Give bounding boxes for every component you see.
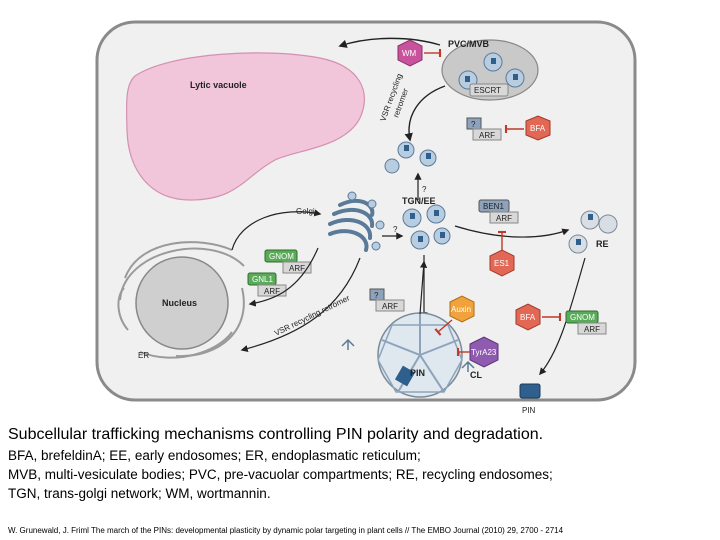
caption-title: Subcellular trafficking mechanisms contr… bbox=[8, 426, 544, 443]
er-label: ER bbox=[138, 351, 149, 360]
cargo-icon bbox=[588, 214, 593, 220]
escrt-tag bbox=[469, 83, 509, 97]
es1-label: ES1 bbox=[494, 259, 510, 268]
gnl1-label: GNL1 bbox=[252, 275, 273, 284]
citation: W. Grunewald, J. Friml The march of the … bbox=[8, 526, 564, 535]
escrt-label: ESCRT bbox=[474, 86, 501, 95]
cl-label: CL bbox=[470, 370, 482, 380]
nucleus-label: Nucleus bbox=[162, 298, 197, 308]
endocytosis-arrow bbox=[419, 260, 428, 315]
unknown-4-label: ? bbox=[374, 291, 379, 300]
golgi-stack bbox=[328, 191, 385, 252]
auxin-icon bbox=[449, 295, 475, 323]
unknown-gef-1-label: ? bbox=[471, 120, 476, 129]
arf-4-label: ARF bbox=[264, 287, 280, 296]
gnom-2-label: GNOM bbox=[570, 313, 595, 322]
lytic-vacuole-label: Lytic vacuole bbox=[190, 80, 247, 90]
lytic-vacuole bbox=[125, 52, 365, 201]
auxin-inhibition bbox=[434, 319, 453, 336]
caption-line: TGN, trans-golgi network; WM, wortmannin… bbox=[8, 486, 271, 501]
pvc-mvb-label: PVC/MVB bbox=[448, 39, 490, 49]
pin-membrane-label: PIN bbox=[522, 406, 536, 415]
vsr-bottom-arrow bbox=[240, 257, 361, 353]
cargo-icon bbox=[513, 74, 518, 80]
cargo-icon bbox=[465, 76, 470, 82]
re-vesicle bbox=[598, 214, 618, 234]
pin-membrane-icon bbox=[519, 383, 541, 399]
arf-2-label: ARF bbox=[496, 214, 512, 223]
clathrin-coated-vesicle bbox=[377, 312, 463, 398]
wm-label: WM bbox=[402, 49, 417, 58]
caption-line: MVB, multi-vesiculate bodies; PVC, pre-v… bbox=[8, 467, 553, 482]
es1-icon bbox=[489, 249, 515, 277]
cargo-icon bbox=[418, 236, 423, 242]
wm-icon bbox=[397, 39, 423, 67]
re-label: RE bbox=[596, 239, 609, 249]
arf-6-label: ARF bbox=[584, 325, 600, 334]
unknown-2-label: ? bbox=[422, 185, 427, 194]
cargo-icon bbox=[491, 58, 496, 64]
tgn-to-re-arrow bbox=[454, 225, 570, 238]
pvc-to-vacuole-arrow bbox=[338, 37, 441, 48]
cargo-icon bbox=[410, 213, 415, 219]
cargo-icon bbox=[434, 210, 439, 216]
unknown-3-label: ? bbox=[393, 225, 398, 234]
vsr-top-arrow bbox=[404, 85, 446, 142]
arf-tag-5 bbox=[375, 299, 405, 312]
arf-tag-1 bbox=[472, 128, 502, 141]
tgn-ee-label: TGN/EE bbox=[402, 196, 436, 206]
vesicle bbox=[384, 158, 400, 174]
gnom-tag-1 bbox=[264, 249, 298, 263]
clathrin-triskelion-icon bbox=[341, 338, 355, 350]
re-to-membrane-arrow bbox=[539, 257, 586, 376]
bfa-1-icon bbox=[525, 115, 551, 141]
arf-tag-6 bbox=[577, 322, 607, 335]
endoplasmic-reticulum bbox=[117, 241, 245, 359]
er-to-golgi-arrow bbox=[231, 209, 322, 251]
bfa-1-label: BFA bbox=[530, 124, 546, 133]
auxin-label: Auxin bbox=[451, 305, 471, 314]
pin-cargo-icon bbox=[394, 365, 416, 387]
cargo-icon bbox=[576, 239, 581, 245]
golgi-to-er-arrow bbox=[248, 247, 319, 307]
gnom-1-label: GNOM bbox=[269, 252, 294, 261]
arf-tag-3 bbox=[282, 261, 312, 274]
tyra23-icon bbox=[469, 336, 499, 368]
cargo-icon bbox=[426, 153, 431, 159]
arf-1-label: ARF bbox=[479, 131, 495, 140]
nucleus bbox=[135, 256, 229, 350]
cargo-icon bbox=[404, 145, 409, 151]
trafficking-diagram: Lytic vacuole PVC/MVB ESCRT WM VSR recyc… bbox=[95, 20, 637, 415]
tyra23-label: TyrA23 bbox=[471, 348, 497, 357]
clathrin-triskelion-icon bbox=[461, 360, 475, 372]
arf-5-label: ARF bbox=[382, 302, 398, 311]
bfa-2-label: BFA bbox=[520, 313, 536, 322]
arf-tag-2 bbox=[489, 211, 519, 224]
cargo-icon bbox=[440, 232, 445, 238]
caption-line: BFA, brefeldinA; EE, early endosomes; ER… bbox=[8, 448, 421, 463]
pin-center-label: PIN bbox=[410, 368, 425, 378]
arf-3-label: ARF bbox=[289, 264, 305, 273]
ben1-label: BEN1 bbox=[483, 202, 504, 211]
bfa-2-icon bbox=[515, 303, 541, 331]
